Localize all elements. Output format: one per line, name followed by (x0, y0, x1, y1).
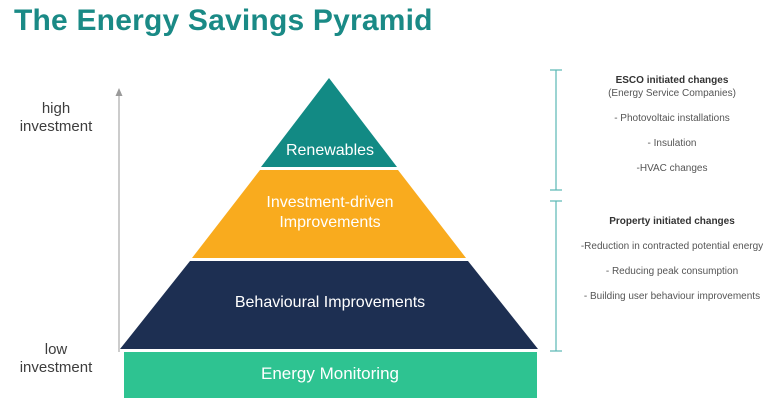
esco-item: -HVAC changes (636, 163, 708, 174)
axis-label-low: low investment (10, 341, 102, 377)
property-item: - Building user behaviour improvements (583, 291, 761, 302)
behavioural-label: Behavioural Improvements (234, 294, 426, 311)
monitoring-label: Energy Monitoring (261, 364, 399, 383)
axis-low-line2: investment (19, 359, 93, 376)
esco-item: - Photovoltaic installations (614, 113, 730, 124)
property-panel: Property initiated changes -Reduction in… (578, 215, 766, 303)
investment-label: Investment-driven Improvements (230, 193, 430, 233)
axis-high-line2: investment (19, 118, 93, 135)
esco-heading: ESCO initiated changes (615, 75, 729, 86)
layer-behavioural (120, 261, 538, 349)
esco-item: - Insulation (647, 138, 697, 149)
investment-label-line2: Improvements (279, 214, 381, 231)
property-item: - Reducing peak consumption (605, 266, 739, 277)
layer-renewables (261, 78, 397, 167)
property-bracket (550, 200, 562, 352)
renewables-label: Renewables (285, 142, 375, 159)
axis-low-line1: low (44, 341, 68, 358)
esco-panel: ESCO initiated changes (Energy Service C… (578, 74, 766, 175)
property-heading: Property initiated changes (609, 216, 735, 227)
layer-monitoring (124, 352, 537, 398)
esco-bracket (550, 69, 562, 191)
investment-label-line1: Investment-driven (266, 194, 394, 211)
layer-investment (192, 170, 466, 258)
investment-axis-arrowhead (115, 88, 123, 96)
page-title: The Energy Savings Pyramid (14, 4, 433, 37)
esco-subheading: (Energy Service Companies) (608, 88, 736, 99)
axis-high-line1: high (41, 100, 71, 117)
property-item: -Reduction in contracted potential energ… (580, 241, 764, 252)
axis-label-high: high investment (10, 100, 102, 136)
